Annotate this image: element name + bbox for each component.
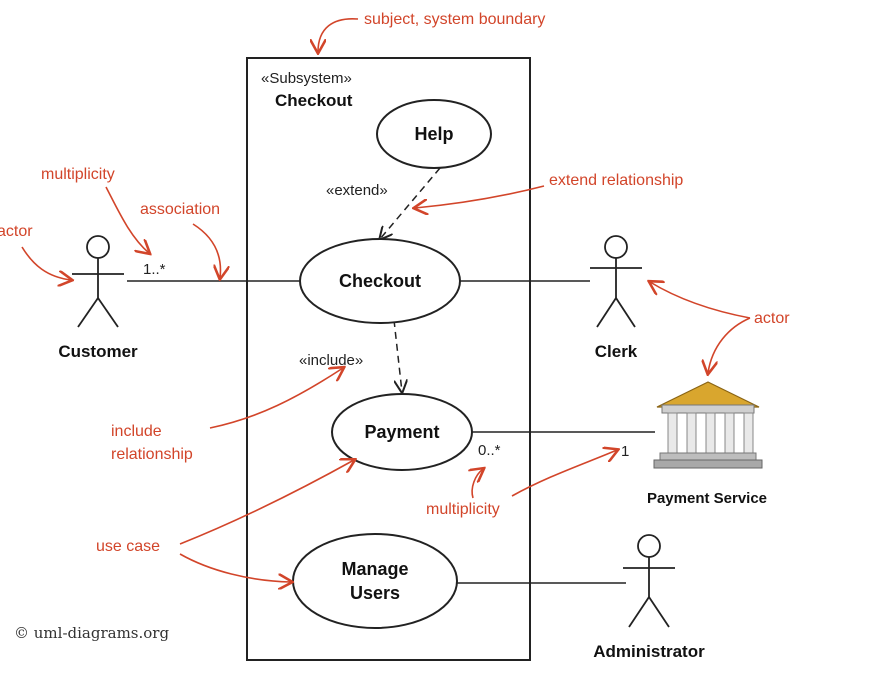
note-extend-relationship: extend relationship [549,172,683,189]
note-use-case: use case [96,538,160,555]
use-case-help-label: Help [414,124,453,144]
copyright-text: © uml-diagrams.org [14,624,169,642]
note-actor-right-arrow-2 [708,317,751,373]
note-actor-right: actor [754,310,790,327]
note-actor-left-arrow [21,246,71,280]
use-case-manage-users-label-1: Manage [341,559,408,579]
multiplicity-service: 1 [621,443,629,460]
note-include-relationship-1: include [111,423,162,440]
actor-customer-label: Customer [58,342,138,361]
note-multiplicity-top: multiplicity [41,166,115,183]
actor-administrator-label: Administrator [593,642,705,661]
note-association: association [140,201,220,218]
actor-administrator [623,534,675,628]
use-case-checkout [299,238,461,324]
use-case-manage-users-label-2: Users [350,583,400,603]
note-include-relationship-arrow [209,368,343,429]
note-association-arrow [192,223,220,278]
multiplicity-payment: 0..* [478,442,501,459]
note-include-relationship-2: relationship [111,446,193,463]
bank-icon [653,381,763,469]
extend-label: «extend» [326,182,388,199]
note-subject-boundary-arrow [318,18,359,52]
note-multiplicity-top-arrow [105,186,149,253]
subsystem-name: Checkout [275,91,353,110]
include-arrow [393,319,402,392]
include-label: «include» [299,352,363,369]
use-case-help [376,99,492,169]
note-subject-boundary: subject, system boundary [364,11,545,28]
note-actor-right-arrow-1 [650,282,751,319]
multiplicity-customer: 1..* [143,261,166,278]
extend-arrow [380,167,441,239]
use-case-payment-label: Payment [364,422,439,442]
use-case-checkout-label: Checkout [339,271,421,291]
note-multiplicity-bottom: multiplicity [426,501,500,518]
note-multiplicity-bottom-arrow-2 [511,450,617,497]
use-case-payment [331,393,473,471]
actor-payment-service-label: Payment Service [647,490,767,507]
actor-clerk-label: Clerk [595,342,638,361]
note-use-case-arrow-2 [179,553,291,582]
subsystem-boundary [246,57,531,661]
actor-customer [72,235,124,328]
subsystem-stereotype: «Subsystem» [261,70,352,87]
note-extend-relationship-arrow [415,185,545,208]
actor-clerk [590,235,642,328]
note-multiplicity-bottom-arrow-1 [472,469,483,499]
note-use-case-arrow-1 [179,460,354,545]
use-case-manage-users [292,533,458,629]
note-actor-left: actor [0,223,33,240]
